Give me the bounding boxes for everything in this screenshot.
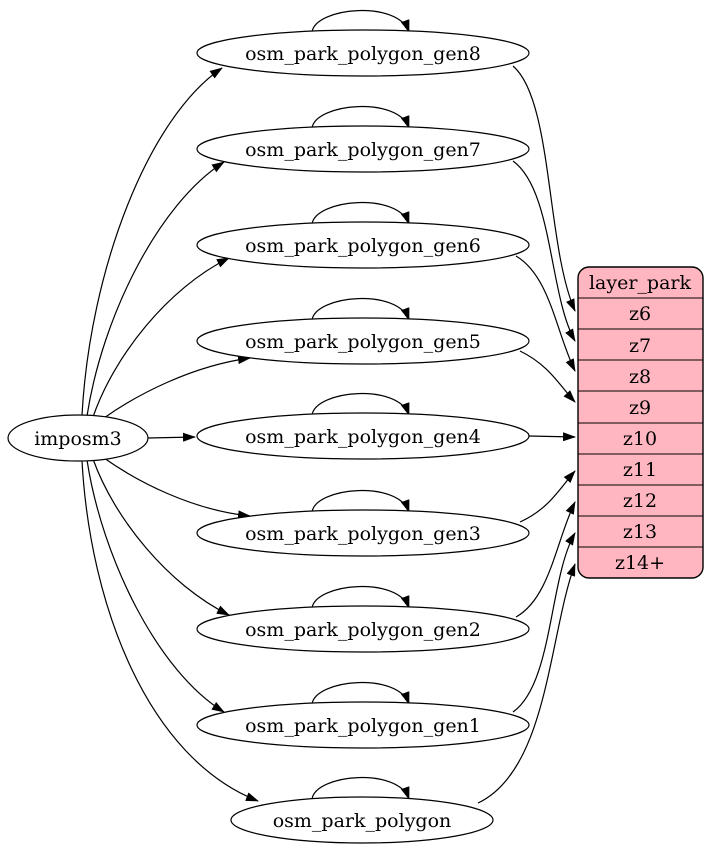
node-osm-park-polygon-gen5: osm_park_polygon_gen5 (196, 317, 530, 365)
node-osm-park-polygon: osm_park_polygon (230, 796, 494, 844)
table-row-z9: z9 (629, 397, 651, 419)
self-loop-gen4 (311, 393, 410, 416)
edge-gen1-to-z13 (512, 532, 576, 713)
node-label: osm_park_polygon_gen3 (245, 523, 481, 545)
node-ellipse (196, 412, 530, 460)
node-label: osm_park_polygon_gen8 (245, 43, 481, 65)
edge-imposm3-to-gen5 (103, 355, 251, 419)
node-label: osm_park_polygon_gen7 (245, 139, 481, 161)
node-ellipse (230, 796, 494, 844)
node-label: osm_park_polygon_gen1 (245, 715, 481, 737)
self-loop-polygon (311, 777, 410, 800)
node-osm-park-polygon-gen7: osm_park_polygon_gen7 (196, 125, 530, 173)
node-ellipse (7, 414, 149, 462)
node-ellipse (196, 317, 530, 365)
edge-imposm3-to-gen4 (147, 432, 196, 442)
self-loop-gen3 (311, 490, 410, 513)
node-ellipse (196, 701, 530, 749)
node-label: osm_park_polygon_gen2 (245, 619, 481, 641)
node-osm-park-polygon-gen3: osm_park_polygon_gen3 (196, 509, 530, 557)
node-ellipse (196, 221, 530, 269)
edge-imposm3-to-gen1 (86, 459, 225, 713)
self-loop-edges (311, 10, 410, 800)
edge-gen3-to-z11 (519, 470, 576, 523)
table-row-z11: z11 (623, 459, 657, 481)
table-row-z10: z10 (623, 428, 657, 450)
node-ellipse (196, 605, 530, 653)
table-row-z7: z7 (629, 335, 651, 357)
node-osm-park-polygon-gen8: osm_park_polygon_gen8 (196, 29, 530, 77)
self-loop-gen7 (311, 106, 410, 129)
table-row-z6: z6 (629, 303, 651, 325)
edge-imposm3-to-gen3 (103, 457, 251, 520)
table-row-z14plus: z14+ (615, 552, 665, 574)
edge-imposm3-to-gen2 (92, 458, 230, 616)
self-loop-gen6 (311, 202, 410, 225)
table-row-z12: z12 (623, 490, 657, 512)
edges-from-source (81, 67, 259, 802)
node-osm-park-polygon-gen6: osm_park_polygon_gen6 (196, 221, 530, 269)
node-label: osm_park_polygon_gen5 (245, 331, 481, 353)
table-row-z13: z13 (623, 521, 657, 543)
edge-imposm3-to-gen6 (92, 257, 230, 418)
node-imposm3: imposm3 (7, 414, 149, 462)
node-label: osm_park_polygon_gen4 (245, 426, 481, 448)
self-loop-gen8 (311, 10, 410, 33)
node-osm-park-polygon-gen4: osm_park_polygon_gen4 (196, 412, 530, 460)
edge-gen4-to-z10 (528, 432, 576, 442)
edge-polygon-to-z14plus (477, 563, 576, 804)
self-loop-gen5 (311, 298, 410, 321)
edge-gen7-to-z7 (512, 160, 576, 342)
edge-imposm3-to-gen8 (81, 67, 223, 416)
self-loop-gen2 (311, 586, 410, 609)
edge-gen6-to-z8 (515, 255, 576, 372)
node-label: osm_park_polygon (273, 810, 452, 832)
edge-gen2-to-z12 (515, 501, 576, 618)
node-label: osm_park_polygon_gen6 (245, 235, 481, 257)
layer-table-header: layer_park (589, 272, 692, 294)
layer-park-table: layer_park z6 z7 z8 z9 z10 z11 z12 z13 z… (577, 266, 704, 579)
edge-gen5-to-z9 (519, 350, 576, 403)
edge-gen8-to-z6 (512, 65, 576, 312)
node-ellipse (196, 509, 530, 557)
self-loop-gen1 (311, 682, 410, 705)
edge-imposm3-to-polygon (81, 460, 259, 802)
node-label: imposm3 (34, 428, 122, 450)
node-ellipse (196, 29, 530, 77)
node-osm-park-polygon-gen1: osm_park_polygon_gen1 (196, 701, 530, 749)
table-row-z8: z8 (629, 366, 651, 388)
node-osm-park-polygon-gen2: osm_park_polygon_gen2 (196, 605, 530, 653)
edges-to-layer (477, 65, 576, 804)
node-ellipse (196, 125, 530, 173)
edge-imposm3-to-gen7 (86, 161, 225, 417)
